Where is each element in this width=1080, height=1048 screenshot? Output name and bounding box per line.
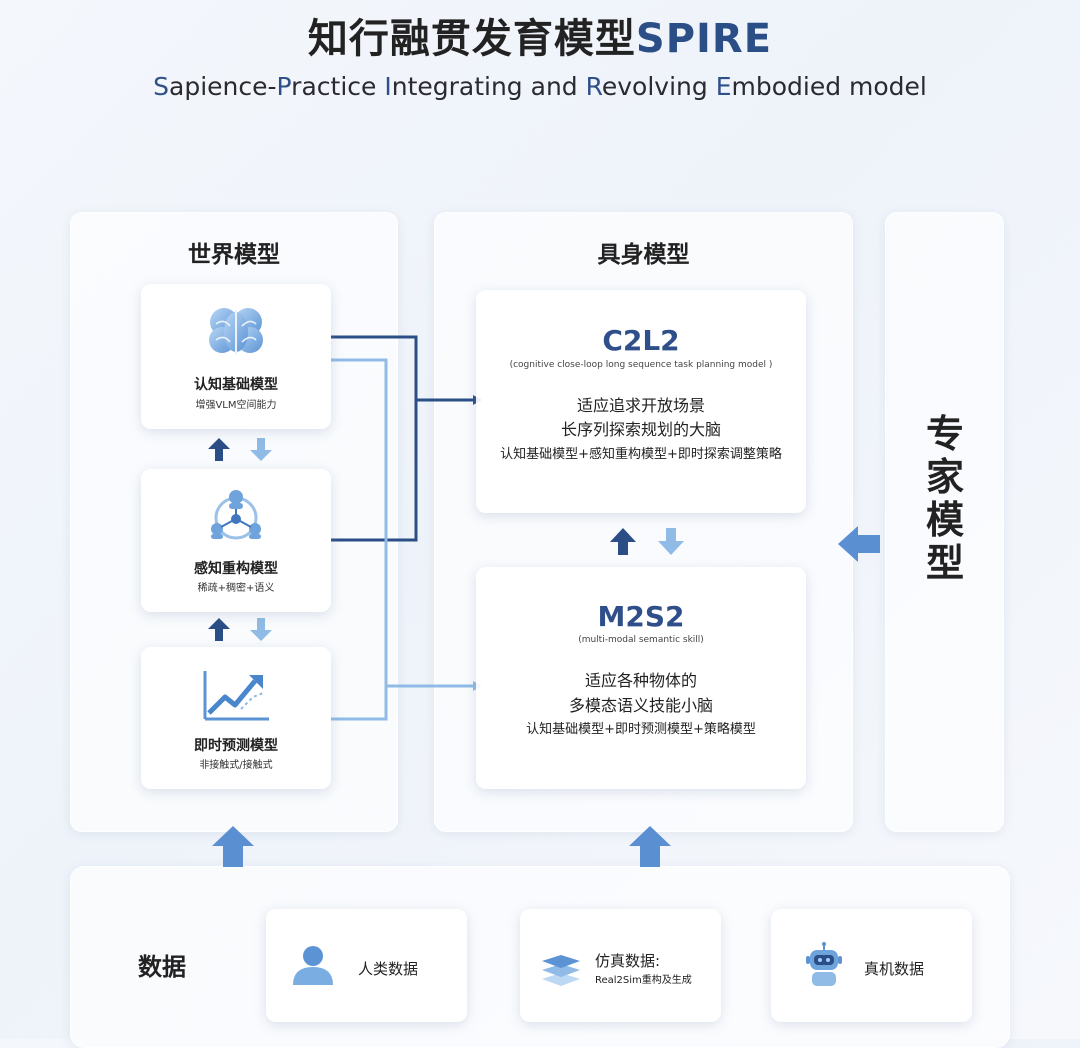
robot-icon xyxy=(802,942,846,992)
card-desc: 非接触式/接触式 xyxy=(199,760,273,771)
c2l2-line3: 认知基础模型+感知重构模型+即时探索调整策略 xyxy=(500,447,782,462)
updown-arrows-embodied xyxy=(610,528,684,555)
human-data-name: 人类数据 xyxy=(358,960,419,978)
title-en: SPIRE xyxy=(635,16,773,62)
subtitle-cap: P xyxy=(276,72,292,101)
m2s2-line2: 多模态语义技能小脑 xyxy=(568,696,713,715)
subtitle-cap: S xyxy=(153,72,170,101)
world-model-title: 世界模型 xyxy=(188,242,280,268)
embodied-model-title: 具身模型 xyxy=(597,242,690,268)
card-perception-model: 感知重构模型 稀疏+稠密+语义 xyxy=(141,469,331,612)
subtitle-cap: I xyxy=(384,72,392,101)
card-human-data: 人类数据 xyxy=(266,909,467,1022)
trend-chart-icon xyxy=(201,667,271,727)
subtitle-part: apience- xyxy=(169,72,277,101)
subtitle-cap: E xyxy=(715,72,732,101)
data-label: 数据 xyxy=(138,953,186,981)
subtitle-part: mbodied model xyxy=(731,72,927,101)
line-cognitive-to-c2l2 xyxy=(331,335,482,405)
arrow-data-to-embodied xyxy=(629,826,671,867)
robot-data-name: 真机数据 xyxy=(864,960,925,978)
network-icon xyxy=(207,487,265,549)
card-desc: 增强VLM空间能力 xyxy=(195,400,277,411)
m2s2-subtitle: (multi-modal semantic skill) xyxy=(578,635,704,645)
expert-model-panel: 专家模型 xyxy=(885,212,1004,832)
page-subtitle: Sapience-Practice Integrating and Revolv… xyxy=(0,72,1080,101)
updown-arrows-1 xyxy=(208,438,272,461)
person-icon xyxy=(291,943,335,991)
card-desc: 稀疏+稠密+语义 xyxy=(197,583,275,594)
card-cognitive-model: 认知基础模型 增强VLM空间能力 xyxy=(141,284,331,429)
card-robot-data: 真机数据 xyxy=(771,909,972,1022)
expert-model-title: 专家模型 xyxy=(926,412,965,585)
c2l2-line1: 适应追求开放场景 xyxy=(576,396,705,415)
c2l2-title: C2L2 xyxy=(602,324,680,357)
arrow-expert-to-embodied xyxy=(838,526,880,562)
card-name: 认知基础模型 xyxy=(194,377,278,393)
sim-data-sub: Real2Sim重构及生成 xyxy=(595,975,692,986)
card-sim-data: 仿真数据: Real2Sim重构及生成 xyxy=(520,909,721,1022)
line-prediction-to-m2s2 xyxy=(331,686,388,721)
c2l2-subtitle: (cognitive close-loop long sequence task… xyxy=(509,360,773,370)
card-c2l2: C2L2 (cognitive close-loop long sequence… xyxy=(476,290,806,513)
m2s2-line3: 认知基础模型+即时预测模型+策略模型 xyxy=(526,722,756,737)
subtitle-part: evolving xyxy=(601,72,716,101)
m2s2-title: M2S2 xyxy=(597,600,685,633)
c2l2-line2: 长序列探索规划的大脑 xyxy=(560,420,721,439)
card-prediction-model: 即时预测模型 非接触式/接触式 xyxy=(141,647,331,789)
subtitle-part: ntegrating and xyxy=(391,72,586,101)
card-name: 感知重构模型 xyxy=(194,561,278,577)
arrow-data-to-world xyxy=(212,826,254,867)
subtitle-part: ractice xyxy=(291,72,385,101)
brain-icon xyxy=(206,302,266,364)
subtitle-cap: R xyxy=(585,72,602,101)
card-name: 即时预测模型 xyxy=(194,738,278,754)
sim-data-name: 仿真数据: xyxy=(595,952,661,970)
title-cn: 知行融贯发育模型 xyxy=(307,16,636,62)
page-title: 知行融贯发育模型SPIRE xyxy=(0,6,1080,64)
m2s2-line1: 适应各种物体的 xyxy=(584,671,697,690)
line-cognitive-to-m2s2 xyxy=(331,358,482,691)
updown-arrows-2 xyxy=(208,618,272,641)
line-perception-to-c2l2 xyxy=(331,400,418,542)
card-m2s2: M2S2 (multi-modal semantic skill) 适应各种物体… xyxy=(476,567,806,789)
layers-icon xyxy=(540,947,582,991)
